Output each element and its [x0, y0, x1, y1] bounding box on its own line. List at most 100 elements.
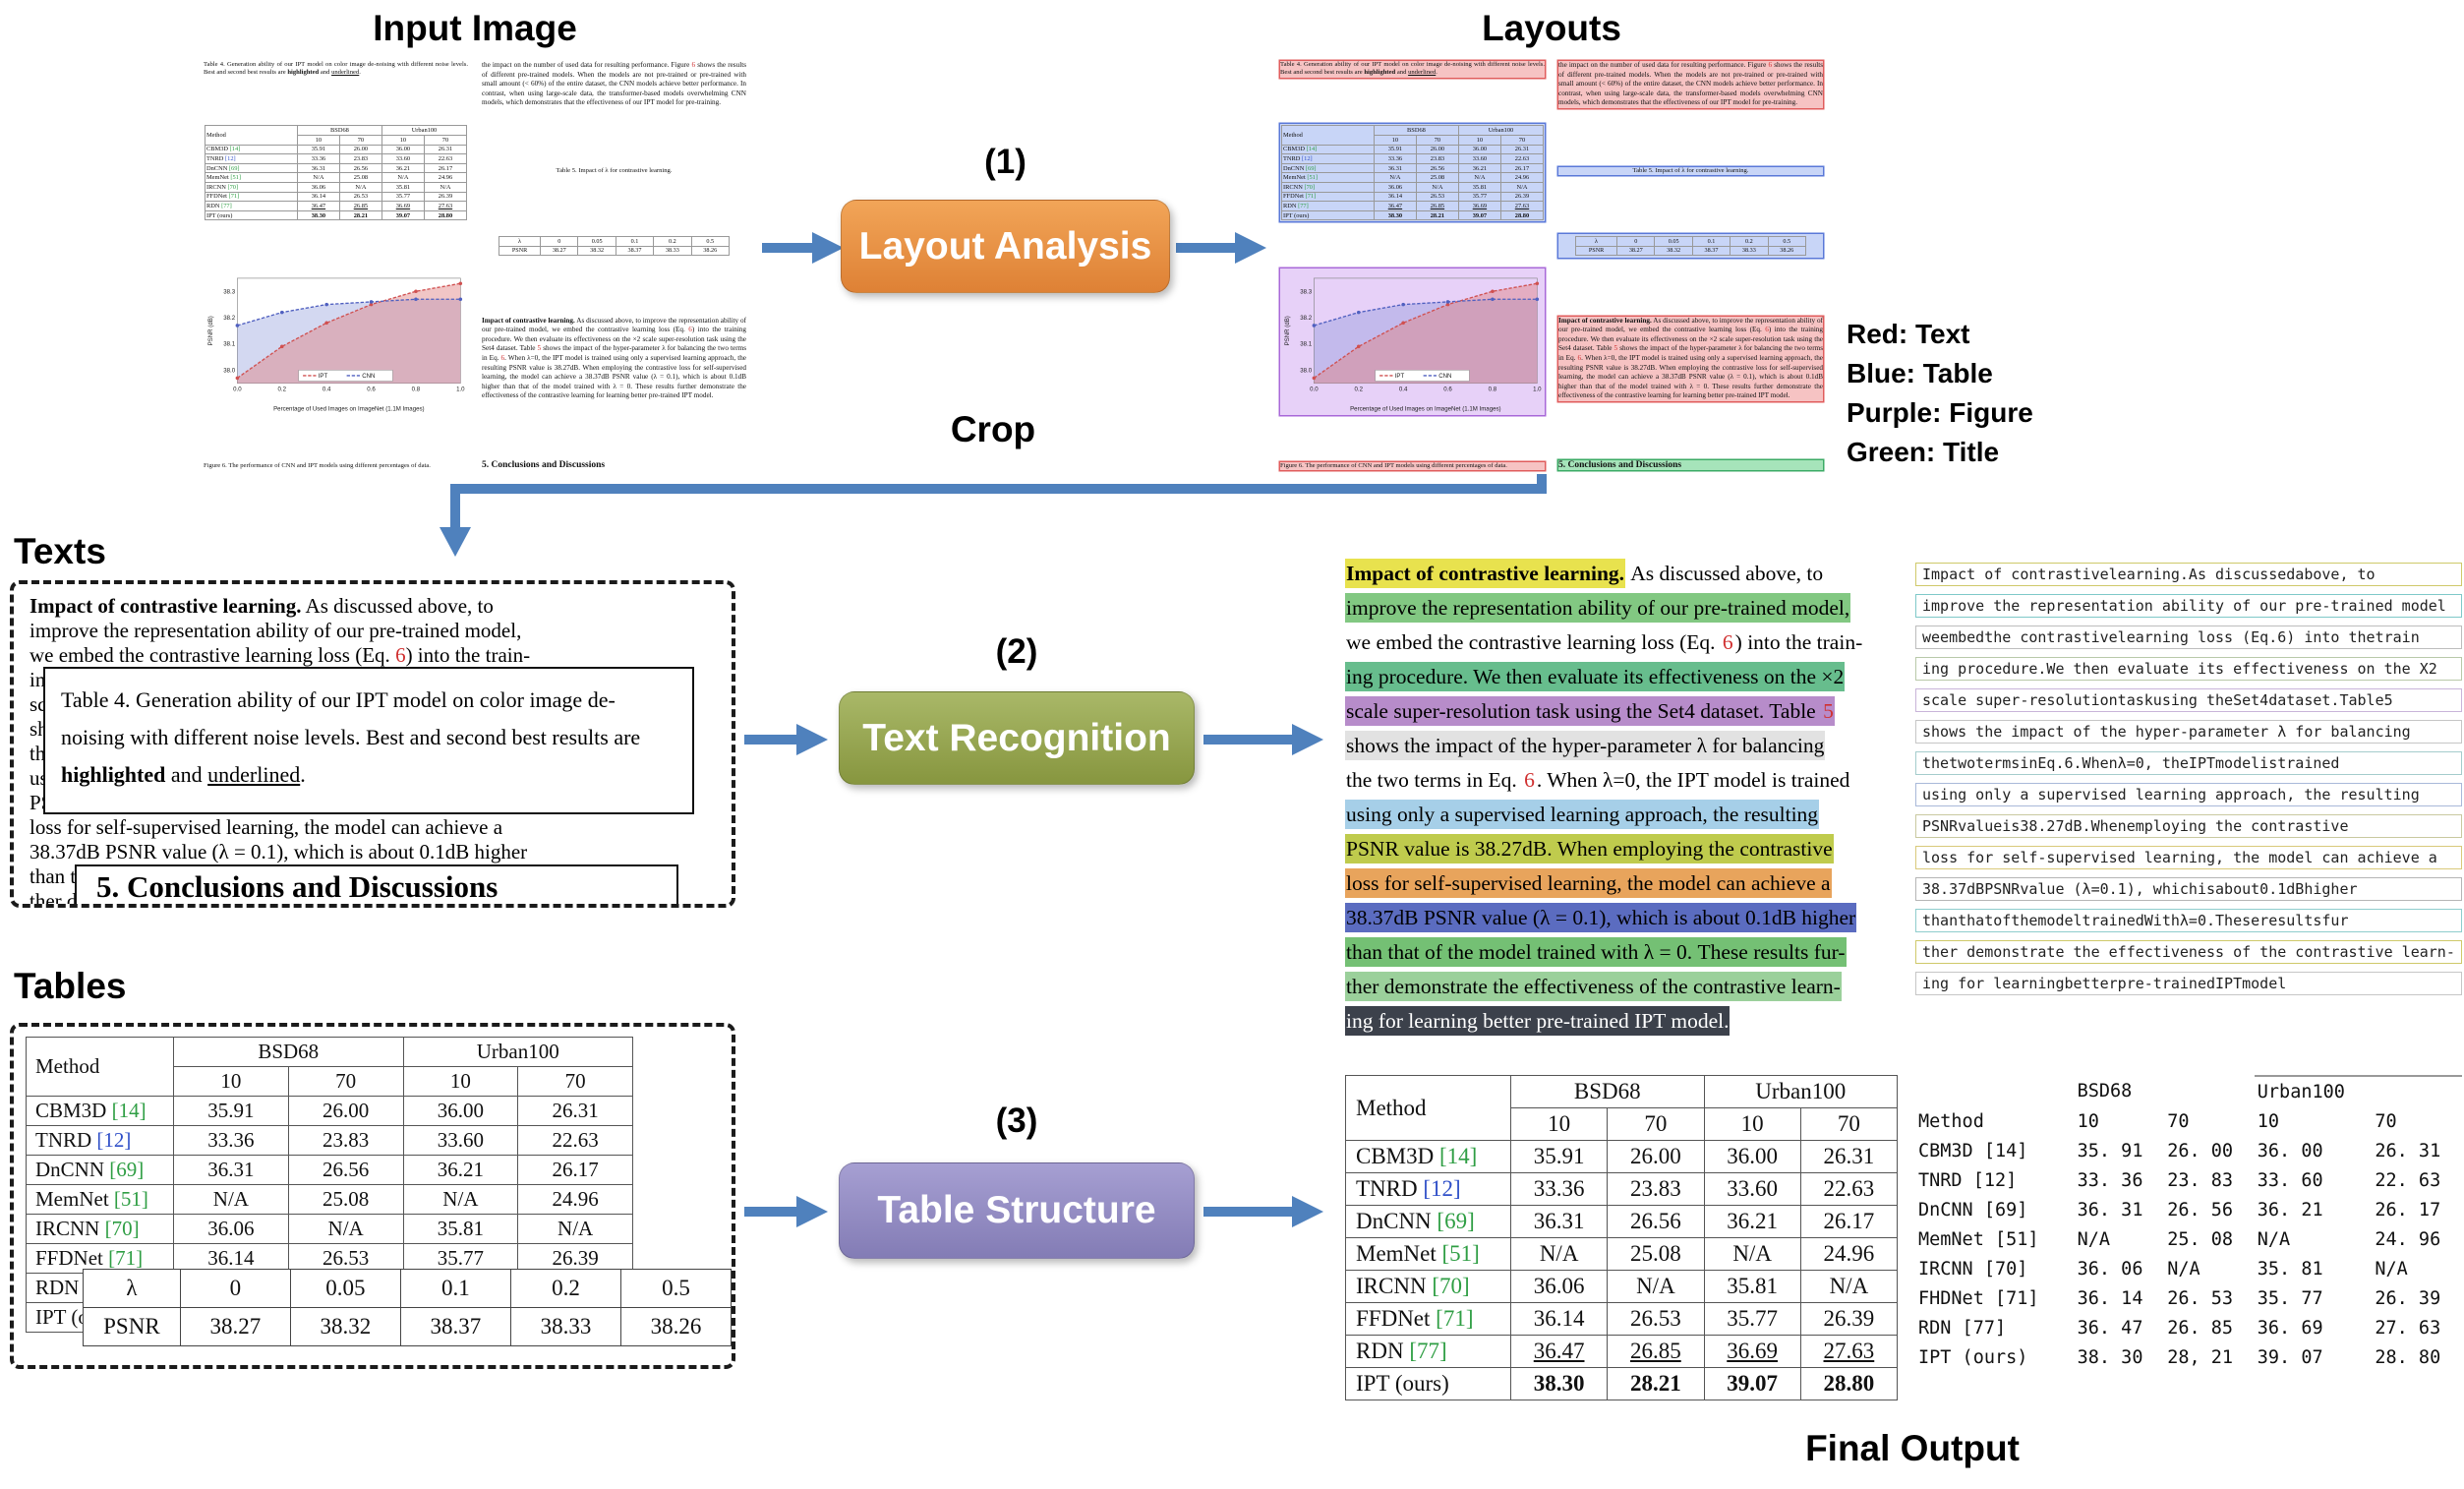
- ocr-text-line: ing for learningbetterpre-trainedIPTmode…: [1915, 972, 2462, 995]
- step1-number: (1): [984, 143, 1027, 181]
- svg-text:0.6: 0.6: [367, 387, 376, 393]
- step3-number: (3): [995, 1102, 1038, 1140]
- svg-text:0.6: 0.6: [1443, 387, 1452, 393]
- layouts-document-page: Table 4. Generation ability of our IPT m…: [1278, 59, 1825, 472]
- doc-left-column: Table 4. Generation ability of our IPT m…: [1280, 61, 1545, 470]
- impact-paragraph: Impact of contrastive learning. As discu…: [482, 316, 746, 400]
- recognized-text-highlighted: Impact of contrastive learning. As discu…: [1345, 557, 1910, 1039]
- svg-text:38.1: 38.1: [1300, 341, 1312, 348]
- svg-text:38.3: 38.3: [1300, 288, 1312, 295]
- ocr-text-line: 38.37dBPSNRvalue (λ=0.1), whichisabout0.…: [1915, 877, 2462, 901]
- svg-text:38.1: 38.1: [223, 341, 235, 348]
- cropped-table4-caption: Table 4. Generation ability of our IPT m…: [43, 667, 694, 814]
- figure-caption: Figure 6. The performance of CNN and IPT…: [1280, 461, 1545, 470]
- text-line: the two terms in Eq. 6. When λ=0, the IP…: [1346, 768, 1850, 792]
- text-line: Impact of contrastive learning. As discu…: [1345, 557, 1910, 591]
- text-line: 38.37dB PSNR value (λ = 0.1), which is a…: [29, 840, 528, 864]
- ocr-text-line: scale super-resolutiontaskusing theSet4d…: [1915, 688, 2462, 712]
- svg-text:PSNR (dB): PSNR (dB): [1284, 316, 1291, 345]
- svg-text:0.2: 0.2: [1355, 387, 1364, 393]
- paragraph: the impact on the number of used data fo…: [1558, 61, 1823, 108]
- svg-text:Percentage of Used Images on I: Percentage of Used Images on ImageNet (1…: [273, 406, 425, 413]
- table-structure-step: Table Structure: [839, 1162, 1195, 1259]
- doc-right-column: the impact on the number of used data fo…: [1558, 61, 1823, 470]
- ocr-text-line: PSNRvalueis38.27dB.Whenemploying the con…: [1915, 814, 2462, 838]
- table4-caption: Table 4. Generation ability of our IPT m…: [204, 61, 468, 77]
- text-line: loss for self-supervised learning, the m…: [1345, 866, 1910, 901]
- svg-text:38.0: 38.0: [1300, 367, 1312, 374]
- ocr-text-line: improve the representation ability of ou…: [1915, 594, 2462, 618]
- impact-paragraph: Impact of contrastive learning. As discu…: [1558, 316, 1823, 401]
- text-line: we embed the contrastive learning loss (…: [29, 643, 531, 667]
- layout-analysis-step: Layout Analysis: [841, 200, 1170, 293]
- cropped-concl)usions-heading: 5. Conclusions and Discussions: [75, 864, 678, 904]
- text-line: loss for self-supervised learning, the m…: [29, 815, 503, 839]
- svg-text:IPT: IPT: [1395, 373, 1405, 380]
- ocr-text-line: using only a supervised learning approac…: [1915, 783, 2462, 806]
- svg-text:0.2: 0.2: [278, 387, 287, 393]
- tables-section-title: Tables: [14, 966, 127, 1006]
- texts-section-title: Texts: [14, 531, 106, 571]
- text-line: PSNR value is 38.27dB. When employing th…: [1345, 832, 1910, 866]
- legend-line: Red: Text: [1847, 319, 1970, 349]
- svg-text:1.0: 1.0: [456, 387, 465, 393]
- doc-left-column: Table 4. Generation ability of our IPT m…: [204, 61, 468, 470]
- arrow-texts-to-text-recognition: [744, 724, 828, 755]
- ocr-text-line: Impact of contrastivelearning.As discuss…: [1915, 563, 2462, 586]
- input-image-title: Input Image: [373, 8, 577, 48]
- table5-caption: Table 5. Impact of λ for contrastive lea…: [556, 166, 673, 174]
- figure-caption: Figure 6. The performance of CNN and IPT…: [204, 461, 431, 469]
- text-line: scale super-resolution task using the Se…: [1345, 694, 1910, 729]
- legend-line: Purple: Figure: [1847, 397, 2033, 428]
- svg-text:38.2: 38.2: [223, 315, 235, 322]
- svg-text:38.3: 38.3: [223, 288, 235, 295]
- svg-text:0.4: 0.4: [323, 387, 331, 393]
